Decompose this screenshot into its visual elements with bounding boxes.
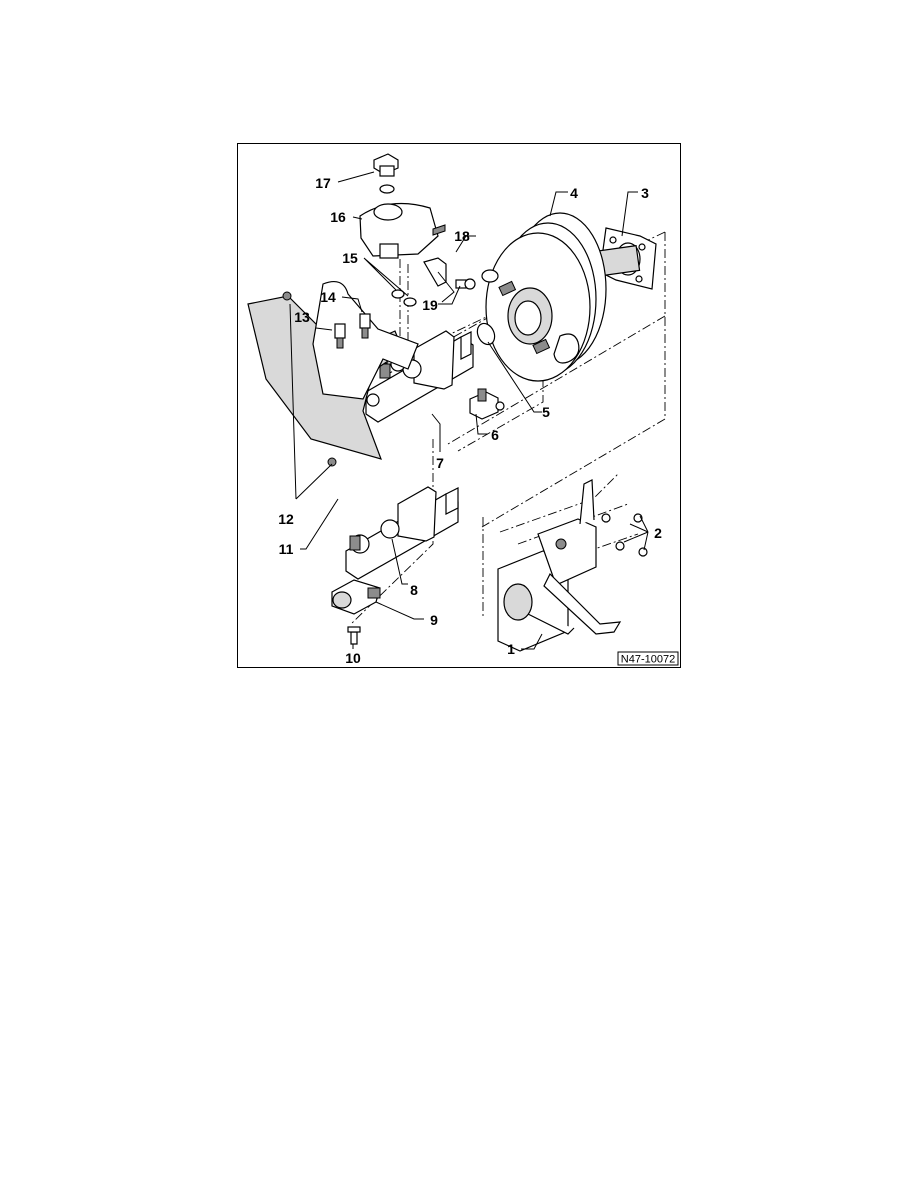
screw-part [347, 626, 361, 645]
callout-15: 15 [342, 250, 358, 266]
callout-7: 7 [436, 455, 444, 471]
leader-lines [289, 171, 649, 650]
seal-ring-part [476, 322, 496, 346]
reservoir-part [359, 202, 446, 259]
callout-16: 16 [330, 209, 346, 225]
callout-3: 3 [641, 185, 649, 201]
grommet-parts [391, 289, 417, 307]
callout-1: 1 [507, 641, 515, 657]
callout-8: 8 [410, 582, 418, 598]
brake-servo-part [481, 212, 641, 382]
callout-12: 12 [278, 511, 294, 527]
sensor-part [331, 579, 381, 615]
diagram-canvas: 1 2 3 4 5 6 7 8 9 10 11 12 13 14 15 16 1… [247, 153, 679, 666]
callout-5: 5 [542, 404, 550, 420]
callout-9: 9 [430, 612, 438, 628]
callout-17: 17 [315, 175, 331, 191]
reference-code-box: N47-10072 [617, 651, 679, 666]
callout-labels: 1 2 3 4 5 6 7 8 9 10 11 12 13 14 15 16 1… [278, 175, 662, 666]
nut-parts [601, 513, 648, 557]
switch-part [469, 388, 505, 420]
exploded-parts-diagram: 1 2 3 4 5 6 7 8 9 10 11 12 13 14 15 16 1… [237, 143, 681, 668]
master-cylinder-lower-part [345, 486, 459, 580]
reference-code: N47-10072 [621, 654, 675, 666]
heat-shield-part [247, 281, 419, 467]
callout-18: 18 [454, 228, 470, 244]
callout-13: 13 [294, 309, 310, 325]
callout-4: 4 [570, 185, 578, 201]
pedal-bracket-part [497, 479, 622, 652]
callout-11: 11 [279, 541, 294, 557]
callout-6: 6 [491, 427, 499, 443]
cap-part [373, 153, 399, 194]
callout-19: 19 [422, 297, 438, 313]
pipe-union-parts [334, 313, 371, 349]
hose-and-bolt-parts [423, 257, 476, 303]
callout-10: 10 [345, 650, 361, 666]
callout-14: 14 [320, 289, 336, 305]
callout-2: 2 [654, 525, 662, 541]
